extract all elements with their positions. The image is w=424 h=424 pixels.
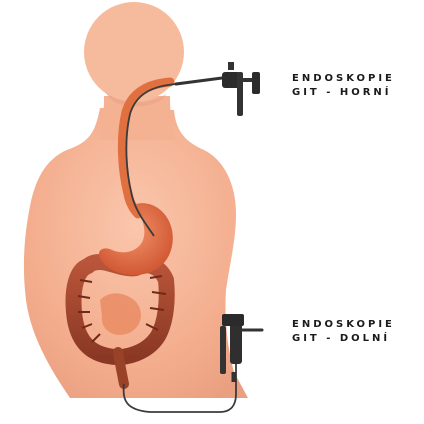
lower-endoscope-side-grip	[220, 326, 226, 374]
lower-endoscope-body	[230, 322, 242, 364]
body-head	[84, 2, 184, 102]
label-lower-endoscopy: ENDOSKOPIE GIT - DOLNÍ	[292, 318, 395, 346]
lower-endoscope-top	[222, 314, 244, 326]
label-lower-line2: GIT - DOLNÍ	[292, 332, 395, 346]
label-upper-endoscopy: ENDOSKOPIE GIT - HORNÍ	[292, 72, 395, 100]
label-upper-line1: ENDOSKOPIE	[292, 72, 395, 86]
label-lower-line1: ENDOSKOPIE	[292, 318, 395, 332]
rectum	[118, 352, 124, 384]
human-body-silhouette	[24, 2, 248, 398]
upper-endoscope-knob	[228, 62, 234, 70]
upper-endoscope-shaft	[176, 78, 222, 84]
upper-endoscope-eyepiece	[252, 72, 260, 94]
upper-endoscope-grip	[237, 72, 243, 116]
label-upper-line2: GIT - HORNÍ	[292, 86, 395, 100]
upper-endoscope-device	[176, 62, 260, 116]
